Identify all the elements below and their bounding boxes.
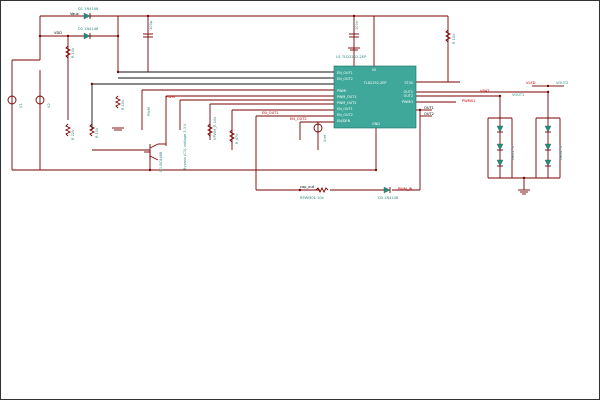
svg-text:R 10k: R 10k (452, 33, 456, 44)
ground-rail (12, 110, 421, 191)
ic-left-pin: EN_OUT1 (337, 71, 353, 75)
ic-left-pin: EN/DEN (337, 119, 351, 123)
ic-left-pin: PWM_OUT1 (337, 95, 356, 99)
svg-text:LED1..3: LED1..3 (511, 146, 515, 160)
ic-right-pin: PWMO (402, 100, 413, 104)
net-en2: EN_OUT2 (290, 117, 307, 121)
svg-text:VDD: VDD (54, 31, 62, 35)
svg-text:R 10k: R 10k (121, 99, 125, 110)
ic-tld2252[interactable]: TLD2252-2EP VS GND EN_OUT1 EN_OUT2 PWMI … (333, 55, 417, 129)
svg-text:R 10k: R 10k (95, 127, 99, 138)
net-vled: VLED (526, 81, 536, 85)
net-vbat: VBAT (480, 89, 490, 93)
svg-text:100µ: 100µ (149, 20, 153, 30)
svg-text:R 22k: R 22k (71, 129, 75, 140)
ground-symbol (348, 47, 360, 51)
bypass-note: Bypass (C1) voltage 3.3 V (183, 123, 187, 170)
svg-text:V1: V1 (19, 103, 23, 108)
resistor-en[interactable]: R 47k (228, 129, 239, 144)
resistor-mid-1[interactable]: R 10k (114, 95, 125, 110)
svg-text:cap_out: cap_out (300, 185, 315, 189)
ic-title: TLD2252-2EP (363, 81, 387, 85)
net-en1: EN_OUT1 (262, 111, 279, 115)
resistor-top-right[interactable]: R 10k (444, 29, 456, 44)
svg-text:D3 1N4148: D3 1N4148 (378, 196, 399, 200)
ic-right-pin: ST/IS (404, 81, 413, 85)
svg-text:R 47k: R 47k (235, 133, 239, 144)
source-vref[interactable]: Vref (313, 123, 327, 142)
svg-text:D1 1N4148: D1 1N4148 (78, 7, 99, 11)
net-bottom: PWM_IN (398, 187, 413, 191)
ground-symbol (518, 189, 530, 195)
capacitor-right[interactable]: 100n (349, 21, 359, 38)
net-vout2: VOUT2 (556, 81, 568, 85)
source-v2[interactable]: V2 (35, 95, 51, 108)
led-string-2[interactable]: LED4..6 (544, 125, 563, 167)
ic-left-pin: EN_OUT1 (337, 107, 353, 111)
ic-input-bus (91, 71, 334, 190)
top-supply-wiring (11, 15, 449, 170)
output-wiring (416, 81, 564, 190)
transistor-q1[interactable]: Q1 BC846B (144, 143, 166, 172)
svg-text:RPWM01 10k: RPWM01 10k (300, 196, 325, 200)
resistor-vpwm[interactable]: VPWM_R 10k (206, 116, 217, 140)
ic-name-label: U1 TLD2252-2EP (336, 55, 367, 59)
svg-text:Q1 BC846B: Q1 BC846B (159, 151, 163, 172)
diode-d2[interactable]: D2 1N4148 VDD (54, 27, 99, 40)
net-out2: OUT2 (424, 112, 434, 116)
ic-left-pin: PWM_OUT2 (337, 101, 356, 105)
ic-left-pin: EN_OUT2 (337, 77, 353, 81)
resistor-left-1[interactable]: R 10k (64, 45, 75, 59)
svg-text:Vref: Vref (323, 134, 327, 142)
led-string-1[interactable]: LED1..3 (496, 125, 515, 167)
ic-right-pin: OUT2 (404, 94, 413, 98)
svg-text:LED4..6: LED4..6 (559, 145, 563, 160)
svg-text:R 10k: R 10k (71, 47, 75, 58)
capacitor-top[interactable]: 100µ (143, 20, 153, 38)
ic-top-pin: VS (372, 68, 376, 72)
svg-text:D2 1N4148: D2 1N4148 (78, 27, 99, 31)
net-out1: OUT1 (424, 106, 434, 110)
ic-bottom-pin: GND (372, 122, 380, 126)
source-v1[interactable]: V1 (7, 95, 23, 108)
ic-left-pin: EN_OUT2 (337, 113, 353, 117)
net-pwm: PWM (166, 95, 175, 99)
diode-d3[interactable]: D3 1N4148 (378, 186, 399, 200)
svg-text:Vaux: Vaux (70, 12, 80, 16)
ic-body (333, 65, 417, 129)
svg-text:VPWM_R 10k: VPWM_R 10k (213, 116, 217, 140)
ic-left-pin: PWMI (337, 89, 346, 93)
svg-text:V2: V2 (47, 103, 51, 108)
ic-right-pin: OUT1 (404, 90, 413, 94)
resistor-mid-2[interactable]: R 10k (88, 123, 99, 138)
diode-d1[interactable]: D1 1N4148 Vaux (70, 7, 99, 20)
resistor-bottom[interactable]: RPWM01 10k cap_out (300, 185, 329, 200)
net-vout1: VOUT1 (512, 93, 524, 97)
svg-text:100n: 100n (355, 21, 359, 30)
net-out3: PWM01 (462, 99, 475, 103)
pwm-label: PWM (147, 107, 151, 116)
junction-dots (38, 14, 550, 192)
ground-symbol (112, 127, 124, 131)
resistor-left-2[interactable]: R 22k (64, 123, 75, 140)
